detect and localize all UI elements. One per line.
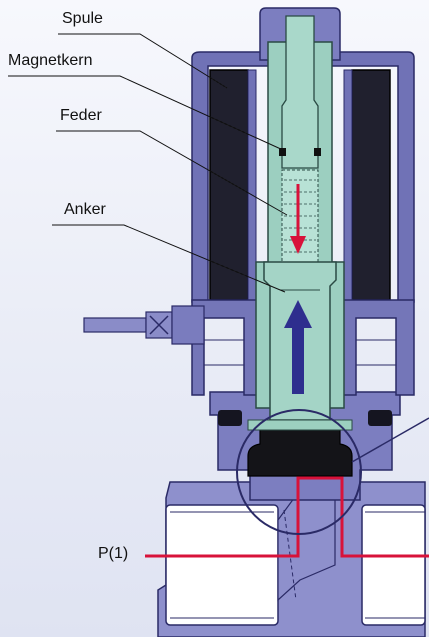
inlet-port xyxy=(165,504,279,626)
spring xyxy=(281,169,319,263)
label-coil: Spule xyxy=(62,10,103,27)
label-spring: Feder xyxy=(60,107,102,124)
detail-magnifier-circle xyxy=(236,409,362,535)
coil-left xyxy=(209,69,249,301)
valve-seal xyxy=(247,427,353,477)
spring-force-arrow xyxy=(290,184,306,254)
magnetic-core xyxy=(281,15,319,169)
leader-core xyxy=(8,75,284,151)
coil-housing xyxy=(191,51,415,303)
leader-lines xyxy=(8,33,288,293)
flow-path xyxy=(145,476,429,558)
label-magnetic-core: Magnetkern xyxy=(8,52,93,69)
magnetic-force-arrow xyxy=(284,300,312,394)
leader-armature xyxy=(52,224,286,293)
leader-spring xyxy=(56,130,288,216)
label-port-p1: P(1) xyxy=(98,545,129,562)
label-armature: Anker xyxy=(64,201,106,218)
leader-coil xyxy=(58,33,228,89)
outlet-port xyxy=(361,504,426,626)
coil-right xyxy=(351,69,391,301)
cable-connector xyxy=(83,305,205,345)
